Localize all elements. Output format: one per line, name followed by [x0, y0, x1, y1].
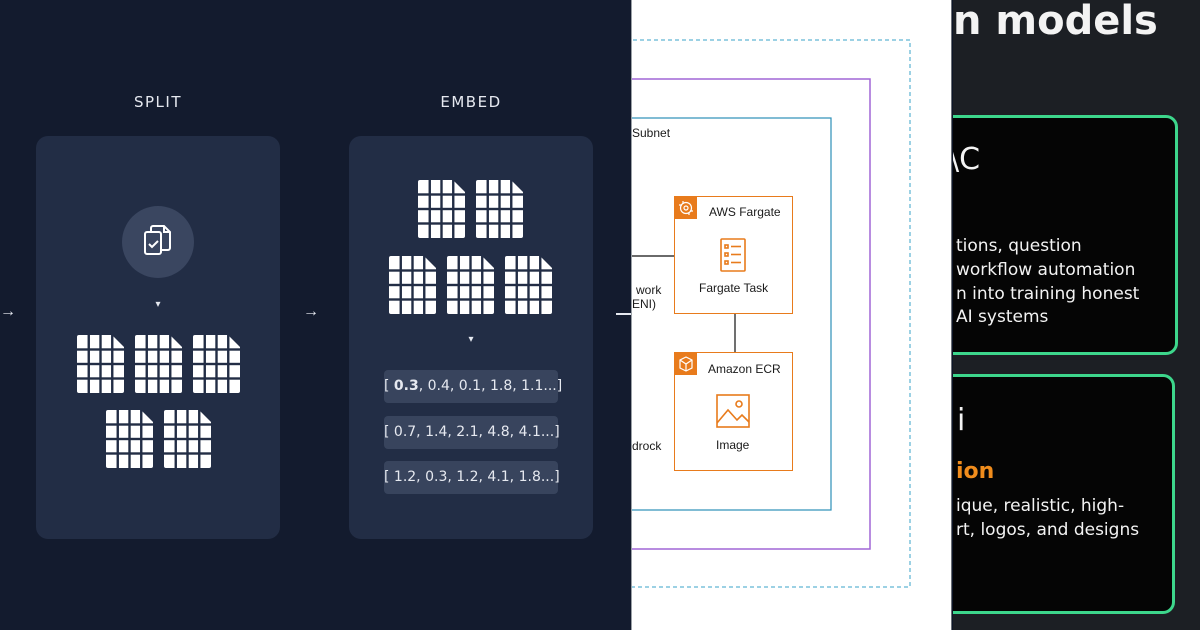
flow-arrow-split-embed: →: [303, 303, 319, 320]
subnet-label: Subnet: [632, 126, 671, 140]
models-heading: n models: [953, 0, 1158, 44]
copy-document-icon: [122, 206, 194, 278]
chunk-document-icon: [77, 335, 124, 398]
task-list-icon: [719, 237, 747, 278]
card1-line4: AI systems: [956, 307, 1049, 327]
vector-chip-1: [ 0.3, 0.4, 0.1, 1.8, 1.1...]: [384, 370, 562, 403]
fargate-title: AWS Fargate: [709, 205, 781, 219]
rag-diagram-panel: → SPLIT ▾ → EMBED ▾ [ 0.3, 0.4, 0.1, 1.8…: [0, 93, 631, 539]
ecr-title: Amazon ECR: [708, 362, 781, 376]
fargate-icon: [675, 197, 697, 219]
card2-title: i: [957, 403, 966, 438]
chunk-document-icon: [135, 335, 182, 398]
aws-architecture-panel: Subnet work ENI) drock AWS Fargate Farga…: [631, 0, 952, 630]
chunk-document-icon: [476, 180, 523, 243]
bedrock-label: drock: [632, 439, 662, 453]
embed-title: EMBED: [440, 93, 502, 111]
vector-chip-3: [ 1.2, 0.3, 1.2, 4.1, 1.8...]: [384, 461, 560, 494]
card1-title: \C: [953, 142, 981, 177]
vector-2-rest: 0.7, 1.4, 2.1, 4.8, 4.1...]: [393, 424, 560, 440]
chunk-document-icon: [505, 256, 552, 319]
ecr-icon: [675, 353, 697, 375]
chunk-document-icon: [106, 410, 153, 473]
container-image-icon: [715, 393, 751, 434]
card1-line2: workflow automation: [956, 260, 1136, 280]
vector-1-lead: 0.3: [393, 378, 419, 394]
region-boundary: [632, 39, 911, 588]
split-card: ▾: [36, 136, 280, 539]
vector-1-rest: , 0.4, 0.1, 1.8, 1.1...]: [418, 378, 563, 394]
model-card-2: i ion ique, realistic, high- rt, logos, …: [953, 374, 1175, 614]
chunk-document-icon: [164, 410, 211, 473]
vpc-boundary: [632, 78, 871, 550]
image-label: Image: [716, 438, 750, 452]
model-card-1: \C tions, question workflow automation n…: [953, 115, 1178, 355]
card1-line3: n into training honest: [956, 284, 1140, 304]
flow-arrow-out: [616, 313, 631, 315]
fargate-task-label: Fargate Task: [699, 281, 769, 295]
fargate-group: AWS Fargate Fargate Task: [674, 196, 793, 314]
embed-card: ▾ [ 0.3, 0.4, 0.1, 1.8, 1.1...] [ 0.7, 1…: [349, 136, 593, 539]
down-marker-split: ▾: [155, 299, 161, 310]
flow-arrow-in: →: [0, 303, 16, 320]
subnet-boundary: [632, 117, 832, 511]
eni-label-line1: work: [636, 283, 662, 297]
eni-label-line2: ENI): [632, 297, 656, 311]
architecture-boundaries: [632, 39, 911, 588]
ecr-group: Amazon ECR Image: [674, 352, 793, 471]
chunk-document-icon: [447, 256, 494, 319]
chunk-document-icon: [418, 180, 465, 243]
chunk-document-icon: [389, 256, 436, 319]
chunk-document-icon: [193, 335, 240, 398]
card2-subtitle: ion: [956, 459, 995, 484]
vector-chip-2: [ 0.7, 1.4, 2.1, 4.8, 4.1...]: [384, 416, 560, 449]
foundation-models-panel: n models \C tions, question workflow aut…: [953, 0, 1200, 630]
card2-line2: rt, logos, and designs: [956, 520, 1140, 540]
vector-3-rest: 1.2, 0.3, 1.2, 4.1, 1.8...]: [393, 469, 560, 485]
split-title: SPLIT: [133, 93, 182, 111]
down-marker-embed: ▾: [468, 334, 474, 345]
card2-line1: ique, realistic, high-: [956, 496, 1125, 516]
card1-line1: tions, question: [956, 236, 1082, 256]
